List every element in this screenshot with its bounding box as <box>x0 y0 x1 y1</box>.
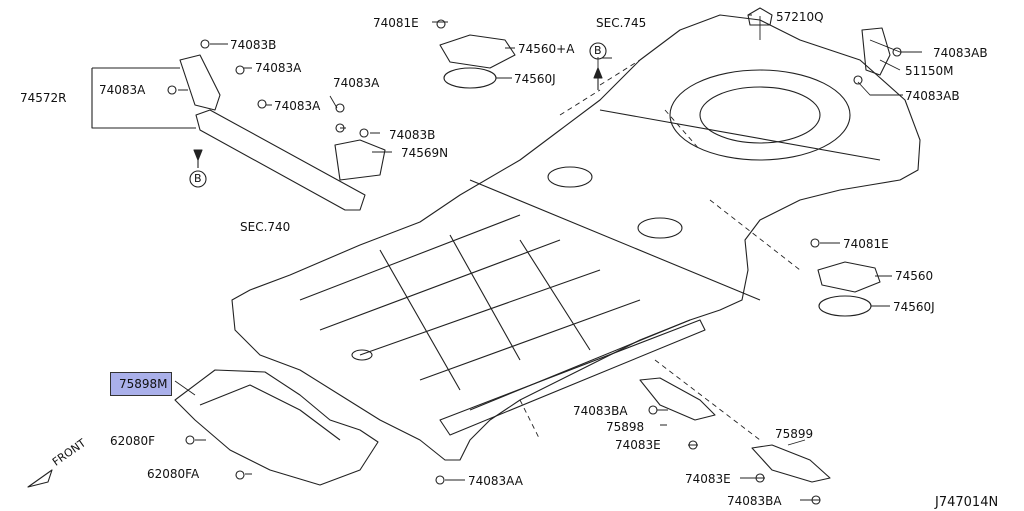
part-label: 74083B <box>230 38 277 52</box>
part-label: 74560 <box>895 269 934 283</box>
seal-74560j <box>443 67 497 89</box>
part-label: 57210Q <box>776 10 824 24</box>
section-ref-740: SEC.740 <box>240 220 291 234</box>
part-label: 74081E <box>373 16 419 30</box>
part-label: 62080FA <box>147 467 200 481</box>
part-label: 75899 <box>775 427 814 441</box>
view-marker-b: B <box>194 172 202 185</box>
front-crossmember <box>195 109 366 211</box>
seal-74560j-2 <box>818 295 872 317</box>
plug-57210q <box>747 7 773 26</box>
part-label: 74083AA <box>468 474 523 488</box>
part-label: 74560+A <box>518 42 575 56</box>
front-arrow <box>27 469 53 488</box>
diagram-id: J747014N <box>935 495 999 510</box>
view-marker-b: B <box>594 44 602 57</box>
part-label: 51150M <box>905 64 954 78</box>
part-label: 74083AB <box>905 89 960 103</box>
part-label: 74083A <box>255 61 302 75</box>
part-label: 62080F <box>110 434 156 448</box>
part-label: 74083AB <box>933 46 988 60</box>
highlighted-part-label: 75898M <box>110 372 172 396</box>
part-label: 74560J <box>514 72 556 86</box>
floor-hole <box>351 349 373 361</box>
view-marker-circle <box>189 170 207 188</box>
floor-pan-outline <box>231 14 921 461</box>
part-label: 74083A <box>333 76 380 90</box>
bracket-75898 <box>639 377 716 421</box>
part-label: 74083BA <box>573 404 628 418</box>
plug-74560 <box>817 261 881 293</box>
part-label: 74560J <box>893 300 935 314</box>
floor-hole <box>547 166 593 188</box>
part-label: 74083A <box>99 83 146 97</box>
under-cover <box>174 369 379 486</box>
part-label: 74083E <box>615 438 661 452</box>
part-label: 74083BA <box>727 494 782 508</box>
bracket-75899 <box>751 444 831 483</box>
bracket-51150m <box>861 27 891 76</box>
part-label: 74569N <box>401 146 449 160</box>
part-label: 74572R <box>20 91 67 105</box>
part-label: 74083B <box>389 128 436 142</box>
plug-74560a <box>439 34 516 69</box>
view-marker-circle <box>589 42 607 60</box>
part-label: 74083A <box>274 99 321 113</box>
part-label: 74083E <box>685 472 731 486</box>
section-ref-745: SEC.745 <box>596 16 647 30</box>
spare-tire-well <box>669 69 851 161</box>
part-label: 75898 <box>606 420 645 434</box>
floor-hole <box>637 217 683 239</box>
part-label: 74081E <box>843 237 889 251</box>
